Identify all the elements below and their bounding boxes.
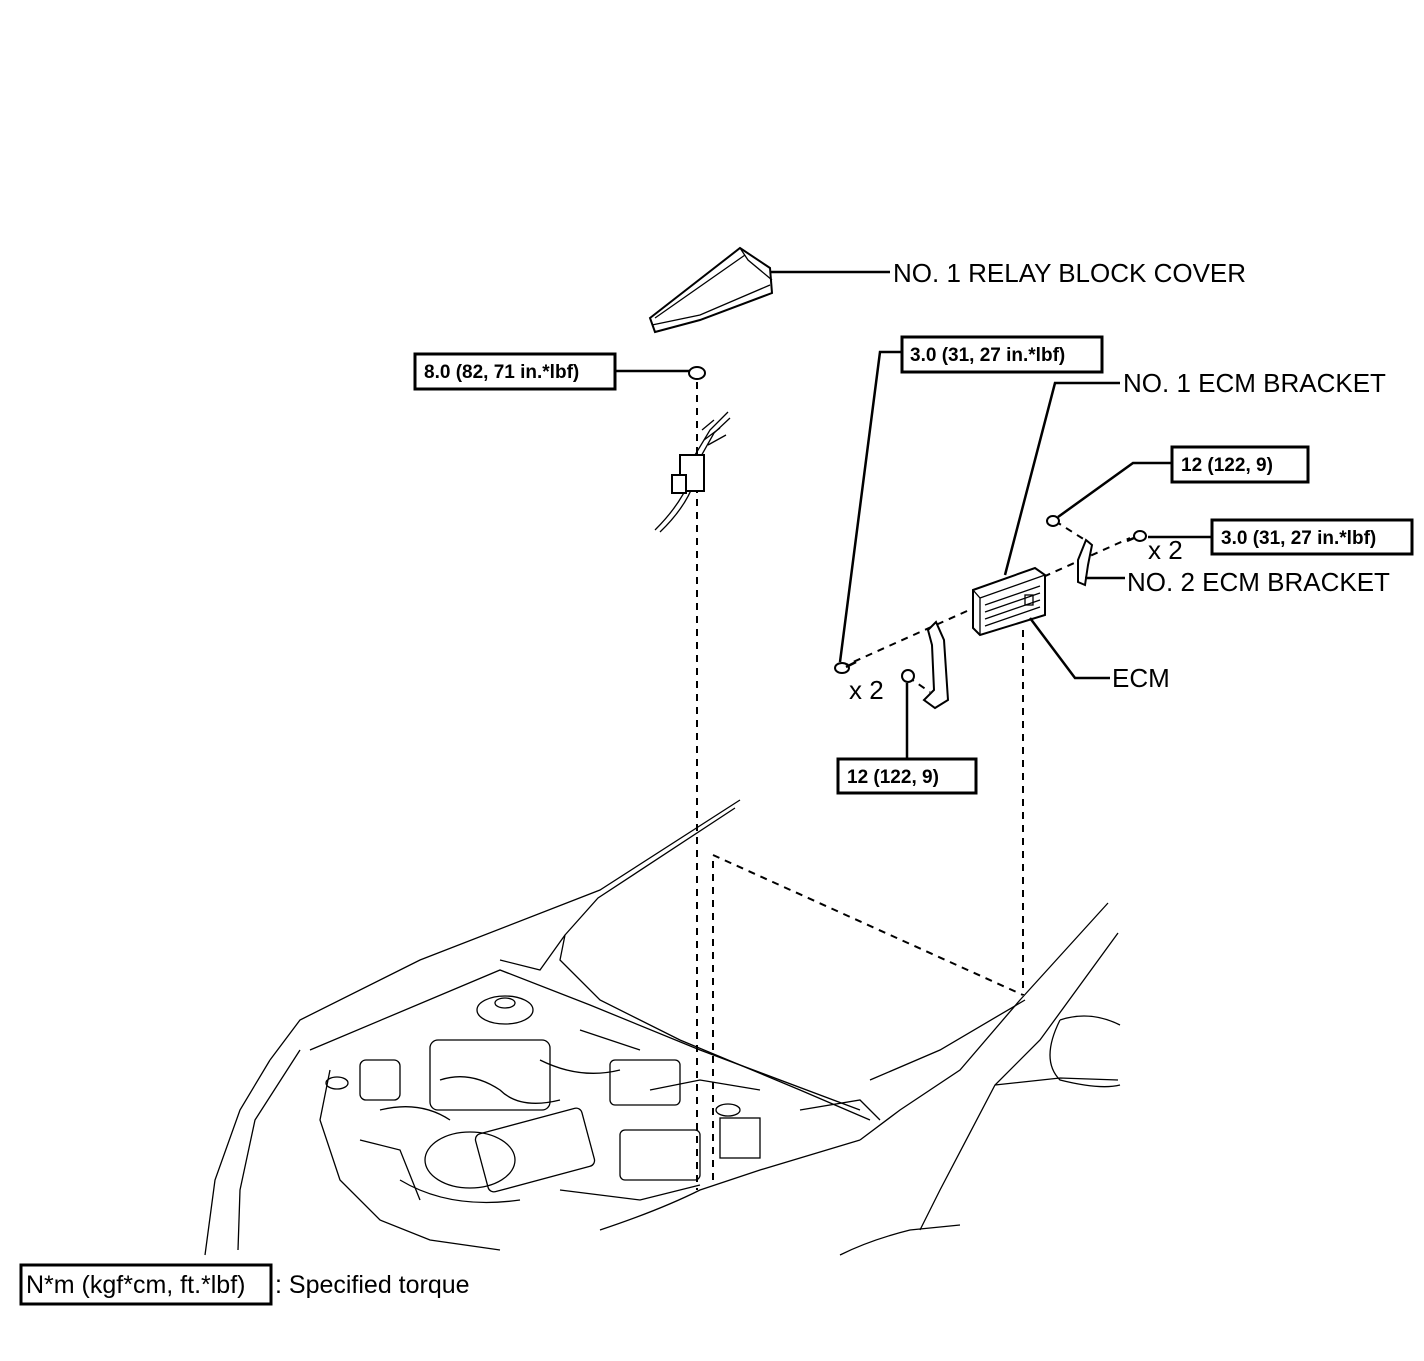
- torque-box-bracket2-bolt: 3.0 (31, 27 in.*lbf): [1210, 518, 1414, 556]
- relay-block-cover-part: [648, 246, 774, 334]
- bracket2-bolt-part: [1126, 530, 1147, 543]
- ecm-label: ECM: [1112, 663, 1170, 693]
- relay-block-cover-label: NO. 1 RELAY BLOCK COVER: [893, 258, 1246, 288]
- torque-upper-nut-value: 12 (122, 9): [1181, 455, 1273, 476]
- leader-lines: [615, 270, 1212, 760]
- legend-torque-units: N*m (kgf*cm, ft.*lbf): [26, 1271, 245, 1299]
- vehicle-front-illustration: [204, 799, 1121, 1256]
- ecm-part: [972, 566, 1046, 637]
- relay-nut-part: [688, 366, 706, 380]
- ecm-bracket-1-label: NO. 1 ECM BRACKET: [1123, 368, 1386, 398]
- ecm-bracket-2-part: [1077, 538, 1094, 587]
- torque-box-upper-nut: 12 (122, 9): [1170, 445, 1310, 484]
- torque-bracket1-bolt-value: 3.0 (31, 27 in.*lbf): [910, 345, 1065, 366]
- lower-nut-part: [901, 669, 915, 683]
- torque-bracket2-bolt-value: 3.0 (31, 27 in.*lbf): [1221, 528, 1376, 549]
- torque-box-lower-nut: 12 (122, 9): [836, 757, 978, 795]
- right-bolt-count: x 2: [1148, 535, 1183, 565]
- wire-harness-part: [654, 411, 731, 533]
- torque-box-bracket1-bolt: 3.0 (31, 27 in.*lbf): [900, 335, 1104, 374]
- upper-nut-part: [1046, 515, 1060, 527]
- left-bolt-count: x 2: [849, 675, 884, 705]
- torque-box-relay-nut: 8.0 (82, 71 in.*lbf): [413, 352, 617, 391]
- legend: N*m (kgf*cm, ft.*lbf) : Specified torque: [19, 1263, 470, 1306]
- legend-description: : Specified torque: [275, 1271, 470, 1299]
- ecm-bracket-1-part: [922, 620, 950, 710]
- bracket1-bolt-part: [834, 660, 857, 674]
- torque-lower-nut-value: 12 (122, 9): [847, 767, 939, 788]
- torque-relay-nut-value: 8.0 (82, 71 in.*lbf): [424, 362, 579, 383]
- ecm-bracket-2-label: NO. 2 ECM BRACKET: [1127, 567, 1390, 597]
